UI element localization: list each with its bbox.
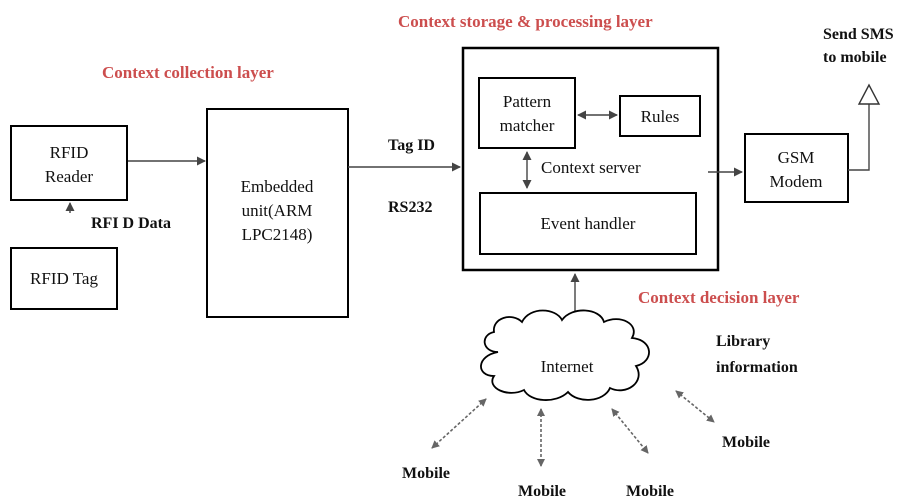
send-sms-line-2: to mobile xyxy=(823,49,887,66)
pattern-matcher-line-1: Pattern xyxy=(503,92,552,111)
antenna-icon xyxy=(848,83,881,171)
tag-id-label: Tag ID xyxy=(388,137,435,154)
layer-title-collection: Context collection layer xyxy=(102,63,274,82)
pattern-matcher-line-2: matcher xyxy=(500,116,555,135)
send-sms-line-1: Send SMS xyxy=(823,26,894,43)
gsm-line-2: Modem xyxy=(770,172,823,191)
context-server-label: Context server xyxy=(541,158,641,177)
gsm-line-1: GSM xyxy=(778,148,815,167)
embedded-line-1: Embedded xyxy=(241,177,314,196)
rules-node: Rules xyxy=(619,95,701,137)
layer-title-decision: Context decision layer xyxy=(638,288,800,307)
embedded-unit-node: Embedded unit(ARM LPC2148) xyxy=(206,108,349,318)
rfid-tag-label: RFID Tag xyxy=(30,269,98,288)
library-line-1: Library xyxy=(716,333,770,350)
event-handler-node: Event handler xyxy=(479,192,697,255)
event-handler-label: Event handler xyxy=(541,214,636,233)
rfid-reader-line-2: Reader xyxy=(45,167,93,186)
internet-label: Internet xyxy=(541,357,594,376)
mobile-label-1: Mobile xyxy=(402,465,450,482)
internet-cloud: Internet xyxy=(480,309,650,401)
gsm-modem-node: GSM Modem xyxy=(744,133,849,203)
rules-label: Rules xyxy=(641,107,680,126)
pattern-matcher-node: Pattern matcher xyxy=(478,77,576,149)
library-line-2: information xyxy=(716,359,798,376)
mobile-arrow-3 xyxy=(611,408,649,454)
embedded-line-3: LPC2148) xyxy=(242,225,313,244)
rs232-label: RS232 xyxy=(388,199,432,216)
embedded-line-2: unit(ARM xyxy=(242,201,313,220)
mobile-arrow-4 xyxy=(675,390,715,423)
rfid-reader-line-1: RFID xyxy=(50,143,89,162)
rfid-data-label: RFI D Data xyxy=(91,215,171,232)
mobile-label-4: Mobile xyxy=(722,434,770,451)
mobile-label-2: Mobile xyxy=(518,483,566,498)
mobile-arrow-1 xyxy=(431,398,487,449)
layer-title-storage: Context storage & processing layer xyxy=(398,12,653,31)
mobile-label-3: Mobile xyxy=(626,483,674,498)
rfid-tag-node: RFID Tag xyxy=(10,247,118,310)
rfid-reader-node: RFID Reader xyxy=(10,125,128,201)
